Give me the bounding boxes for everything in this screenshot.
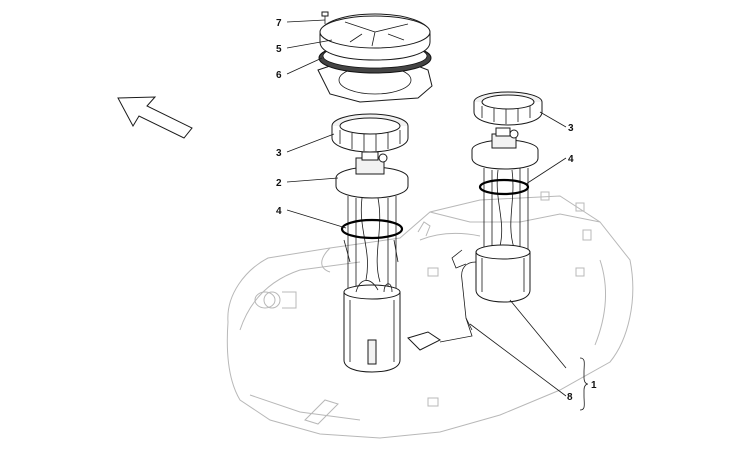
pump-flange-right <box>471 127 539 170</box>
o-ring-seal-left <box>340 218 404 240</box>
callout-6: 6 <box>276 70 282 81</box>
callout-2: 2 <box>276 178 282 189</box>
callout-3-right: 3 <box>568 123 574 134</box>
o-ring-seal-right <box>478 178 530 196</box>
callout-4-left: 4 <box>276 206 282 217</box>
callout-5: 5 <box>276 44 282 55</box>
cover-lid-part <box>319 13 431 61</box>
screw-part <box>321 11 329 24</box>
pump-flange-left <box>335 151 409 199</box>
fuel-line-part <box>439 317 473 343</box>
callout-7: 7 <box>276 18 282 29</box>
locking-ring-left <box>331 113 409 153</box>
arrow-up-left-icon <box>117 96 193 139</box>
callout-1: 1 <box>591 380 597 391</box>
callout-labels: 7 5 6 3 2 4 3 4 1 8 <box>276 18 597 403</box>
locking-ring-right <box>473 91 543 126</box>
fuel-pump-right <box>451 168 531 331</box>
callout-3-left: 3 <box>276 148 282 159</box>
fuel-pump-left <box>343 196 441 373</box>
leader-lines <box>286 19 589 411</box>
callout-4-right: 4 <box>568 154 574 165</box>
callout-8: 8 <box>567 392 573 403</box>
